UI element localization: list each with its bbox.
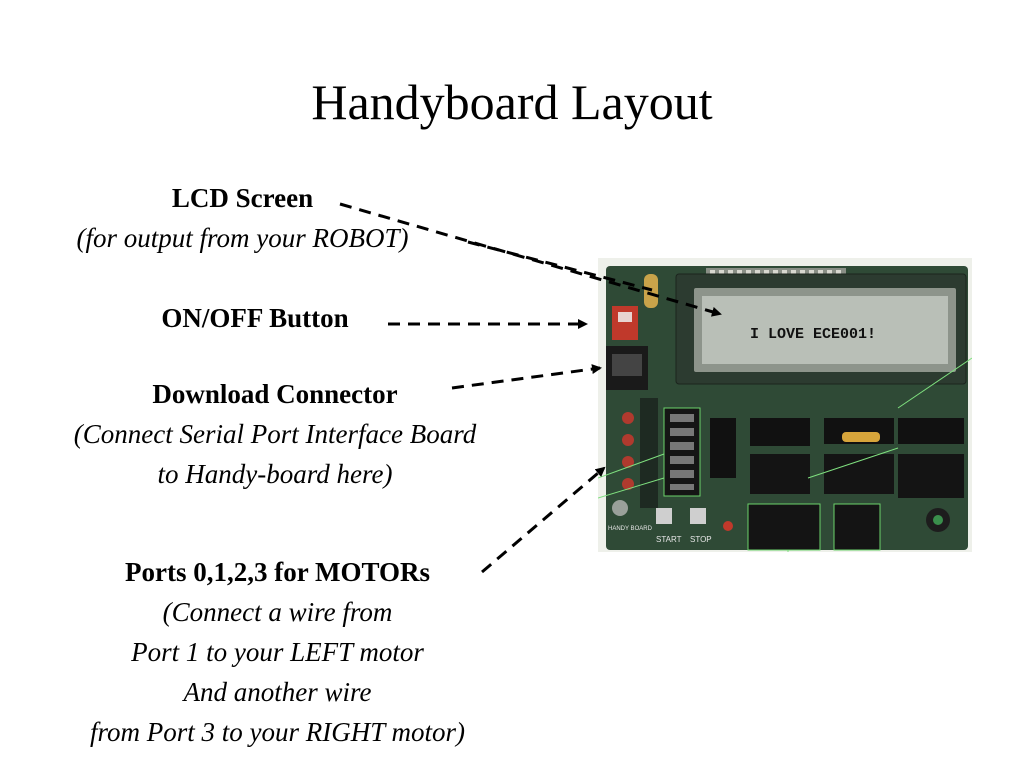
download-connector-line-2: to Handy-board here) [157, 459, 393, 489]
motor-ports-label: Ports 0,1,2,3 for MOTORs (Connect a wire… [30, 552, 525, 752]
motor-ports-line-3: And another wire [183, 677, 372, 707]
on-off-button-title: ON/OFF Button [161, 303, 349, 333]
sensor-headers [747, 454, 964, 551]
left-components [612, 398, 658, 516]
overlay-guides [598, 357, 972, 552]
capacitor [644, 274, 658, 308]
brand-label: HANDY BOARD [608, 526, 653, 532]
motor-port-block [663, 407, 701, 497]
crystal [842, 432, 880, 442]
lcd-screen-subtitle: (for output from your ROBOT) [76, 223, 409, 253]
lcd-screen-label: LCD Screen (for output from your ROBOT) [30, 178, 455, 258]
download-connector [606, 346, 648, 390]
on-off-switch [612, 306, 638, 340]
stop-label: STOP [690, 535, 712, 544]
ic-chips [710, 418, 964, 478]
motor-ports-line-4: from Port 3 to your RIGHT motor) [89, 717, 465, 747]
download-connector-label: Download Connector (Connect Serial Port … [10, 374, 540, 494]
download-connector-line-1: (Connect Serial Port Interface Board [73, 419, 477, 449]
handyboard-image: I LOVE ECE001! [598, 258, 972, 552]
lcd-module: I LOVE ECE001! [675, 273, 967, 385]
motor-ports-line-2: Port 1 to your LEFT motor [131, 637, 424, 667]
slide-title: Handyboard Layout [311, 74, 713, 130]
start-label: START [656, 535, 682, 544]
on-off-button-label: ON/OFF Button [120, 298, 390, 338]
lcd-screen-title: LCD Screen [171, 183, 314, 213]
start-stop-buttons: START STOP HANDY BOARD [608, 508, 733, 544]
motor-ports-line-1: (Connect a wire from [162, 597, 393, 627]
lcd-display-text: I LOVE ECE001! [750, 326, 876, 343]
motor-ports-title: Ports 0,1,2,3 for MOTORs [125, 557, 430, 587]
download-connector-title: Download Connector [152, 379, 398, 409]
